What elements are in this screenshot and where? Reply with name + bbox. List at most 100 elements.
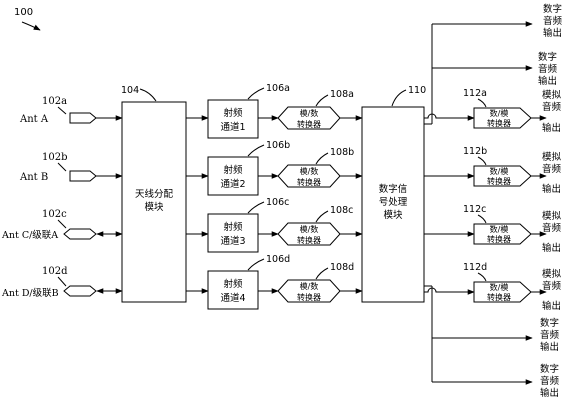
dsp-module-label-2: 号处理 [379, 196, 408, 208]
antenna-c-ref-leader [57, 219, 67, 229]
digital-out-3-label-3: 输出 [540, 341, 559, 353]
rf-channel-3-ref-leader [247, 201, 265, 214]
adc-4-ref-leader [315, 267, 329, 280]
rf-channel-4-ref: 106d [266, 254, 290, 265]
antenna-c-label: Ant C/级联A [1, 229, 58, 241]
dac-2-label-2: 转换器 [487, 176, 511, 186]
digital-out-4-label-2: 音频 [540, 375, 560, 387]
rf-channel-1-ref: 106a [266, 83, 290, 94]
dac-3-label-1: 数/模 [490, 224, 509, 234]
dsp-module-label-1: 数字信 [379, 183, 408, 195]
dsp-to-dac1-wire [424, 113, 475, 121]
dac-3-ref-leader [477, 214, 487, 224]
dac-2-label-1: 数/模 [490, 166, 509, 176]
rf-channel-4-ref-leader [247, 258, 265, 271]
antenna-d-ref: 102d [42, 266, 68, 277]
dac-4-ref: 112d [463, 262, 487, 273]
adc-2-ref: 108b [330, 147, 354, 158]
antenna-d-ref-leader [57, 276, 67, 287]
digital-out-4-label-3: 输出 [540, 387, 559, 399]
digital-out-4-label-1: 数字 [540, 363, 559, 375]
dsp-to-dac4-wire [424, 287, 475, 295]
dsp-module-ref: 110 [408, 85, 426, 96]
antenna-b-label: Ant B [19, 172, 48, 183]
adc-2-label-2: 转换器 [297, 177, 321, 187]
adc-2-ref-leader [315, 152, 329, 165]
distribution-module: 天线分配 模块 [121, 101, 187, 303]
dac-3-shape [473, 223, 532, 245]
adc-3-label-2: 转换器 [297, 235, 321, 245]
adc-1-label-1: 模/数 [300, 108, 319, 118]
rf-channel-1-label-2: 通道1 [220, 121, 245, 133]
figure-number: 100 [14, 7, 33, 18]
rf-channel-4-label-1: 射频 [223, 278, 243, 290]
figure-number-leader [21, 21, 41, 31]
rf-channel-1-label-1: 射频 [223, 107, 243, 119]
digital-out-1-label-2: 音频 [543, 15, 563, 27]
analog-out-2-label-1: 模拟 [542, 151, 562, 163]
distribution-module-label-1: 天线分配 [135, 188, 174, 200]
dac-2-ref: 112b [463, 146, 487, 157]
digital-out-2-label-1: 数字 [538, 51, 557, 63]
rf-channel-3-box [207, 213, 259, 253]
antenna-a-connector [69, 112, 97, 124]
analog-out-1-label-1: 模拟 [542, 89, 562, 101]
rf-channel-4-label-2: 通道4 [220, 292, 245, 304]
rf-channel-2-ref: 106b [266, 140, 290, 151]
dac-4-ref-leader [477, 272, 487, 282]
dac-2-shape [473, 165, 532, 187]
rf-channel-1-box [207, 99, 259, 139]
analog-out-4-label-1: 模拟 [542, 268, 562, 280]
antenna-a-label: Ant A [19, 114, 49, 125]
antenna-a-ref: 102a [42, 96, 67, 107]
antenna-a-ref-leader [57, 106, 67, 115]
dsp-module-ref-leader [391, 89, 407, 107]
adc-3-ref: 108c [330, 205, 353, 216]
analog-out-2-label-2: 音频 [542, 163, 562, 175]
analog-out-1-label-3: 输出 [542, 122, 561, 134]
rf-channel-2-label-2: 通道2 [220, 178, 245, 190]
distribution-module-ref: 104 [121, 85, 139, 96]
dsp-module: 数字信 号处理 模块 [361, 106, 425, 303]
dac-1-ref: 112a [463, 88, 487, 99]
rf-channel-1-ref-leader [247, 87, 265, 100]
dac-3-label-2: 转换器 [487, 234, 511, 244]
rf-channel-4-box [207, 270, 259, 310]
analog-out-4-label-2: 音频 [542, 280, 562, 292]
adc-2-label-1: 模/数 [300, 166, 319, 176]
analog-out-2-label-3: 输出 [542, 183, 561, 195]
antenna-b-ref: 102b [42, 152, 68, 163]
dac-1-label-2: 转换器 [487, 118, 511, 128]
antenna-c-ref: 102c [42, 209, 67, 220]
analog-out-4-label-3: 输出 [542, 300, 561, 312]
analog-out-1-label-2: 音频 [542, 101, 562, 113]
dsp-module-label-3: 模块 [383, 209, 403, 221]
rf-channel-2-label-1: 射频 [223, 164, 243, 176]
antenna-d-label: Ant D/级联B [1, 287, 59, 299]
dac-1-shape [473, 107, 532, 129]
digital-out-2-label-2: 音频 [538, 63, 558, 75]
adc-4-ref: 108d [330, 262, 354, 273]
adc-4-label-2: 转换器 [297, 292, 321, 302]
digital-out-1-label-1: 数字 [543, 3, 562, 15]
antenna-d-connector [63, 285, 97, 297]
antenna-b-ref-leader [57, 162, 67, 172]
antenna-b-connector [69, 170, 97, 182]
analog-out-3-label-3: 输出 [542, 242, 561, 254]
digital-out-2-label-3: 输出 [538, 75, 557, 87]
rf-channel-3-ref: 106c [266, 197, 289, 208]
dac-4-label-2: 转换器 [487, 292, 511, 302]
dac-3-ref: 112c [463, 204, 486, 215]
adc-1-ref: 108a [330, 89, 354, 100]
analog-out-3-label-1: 模拟 [542, 210, 562, 222]
dac-2-ref-leader [477, 156, 487, 166]
rf-channel-3-label-2: 通道3 [220, 235, 245, 247]
adc-3-ref-leader [315, 210, 329, 223]
distribution-module-label-2: 模块 [144, 201, 164, 213]
rf-channel-3-label-1: 射频 [223, 221, 243, 233]
adc-1-label-2: 转换器 [297, 119, 321, 129]
digital-out-1-label-3: 输出 [543, 27, 562, 39]
dac-4-shape [473, 281, 532, 303]
analog-out-3-label-2: 音频 [542, 222, 562, 234]
